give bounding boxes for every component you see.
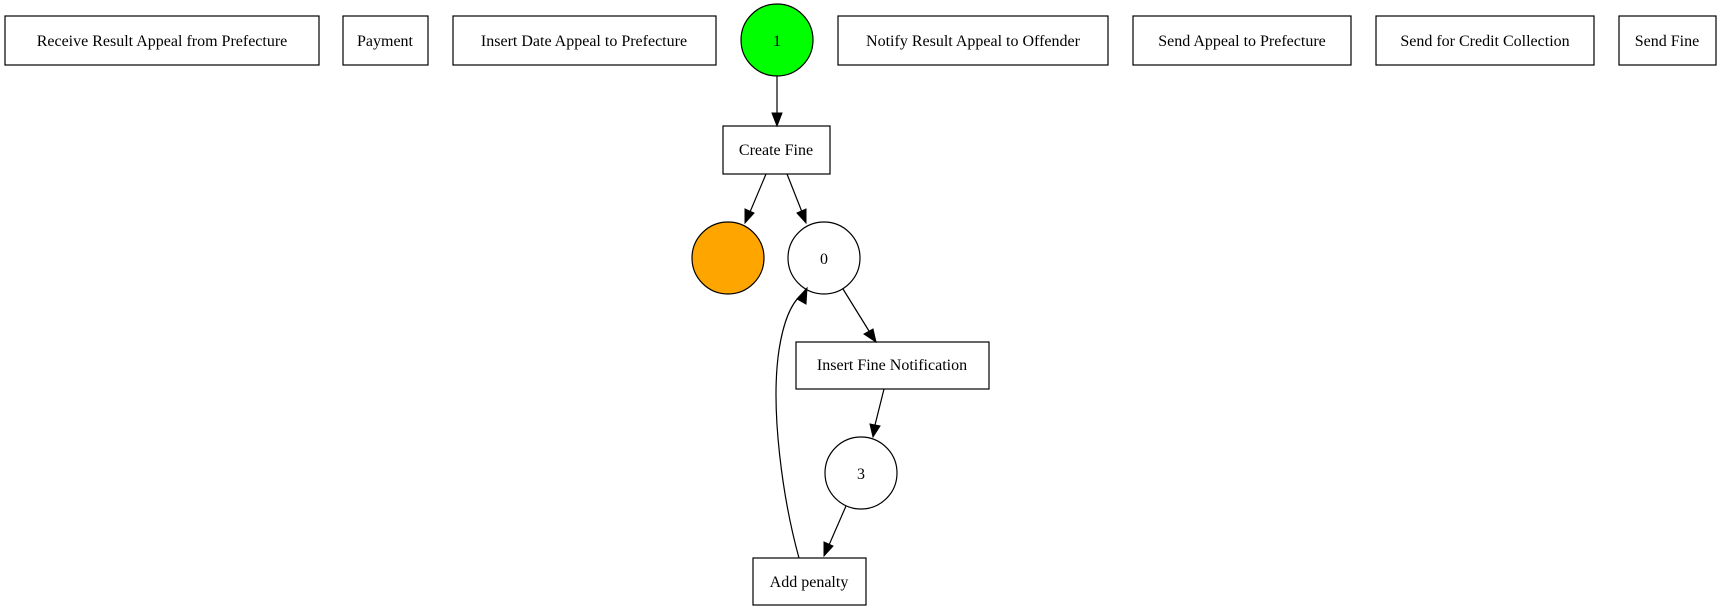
- place-label: 3: [857, 466, 865, 483]
- transition-create-fine: Create Fine: [722, 125, 831, 175]
- place-initial: 1: [740, 3, 814, 77]
- transition-label: Create Fine: [739, 142, 813, 159]
- transition-insert-date-appeal: Insert Date Appeal to Prefecture: [452, 15, 717, 66]
- transition-label: Receive Result Appeal from Prefecture: [37, 33, 288, 50]
- transition-send-appeal: Send Appeal to Prefecture: [1132, 15, 1352, 66]
- transition-payment: Payment: [342, 15, 429, 66]
- place-3: 3: [824, 436, 898, 510]
- transition-label: Send for Credit Collection: [1400, 33, 1569, 50]
- place-label: 1: [773, 33, 781, 50]
- transition-label: Send Fine: [1635, 33, 1699, 50]
- transition-insert-fine-notification: Insert Fine Notification: [795, 341, 990, 390]
- edge-insert-fine-notification-to-place-3: [869, 388, 885, 439]
- edge-place-0-to-insert-fine-notification: [842, 288, 877, 344]
- edge-place-3-to-add-penalty: [823, 505, 847, 558]
- transition-receive-result-appeal: Receive Result Appeal from Prefecture: [4, 15, 320, 66]
- transition-label: Add penalty: [770, 574, 849, 591]
- edge-initial-to-create-fine: [771, 76, 783, 128]
- transition-notify-result-appeal: Notify Result Appeal to Offender: [837, 15, 1109, 66]
- place-label: 0: [820, 251, 828, 268]
- edge-create-fine-to-place-0: [786, 173, 807, 225]
- place-0: 0: [787, 221, 861, 295]
- transition-label: Send Appeal to Prefecture: [1158, 33, 1326, 50]
- transition-label: Notify Result Appeal to Offender: [866, 33, 1081, 50]
- transition-add-penalty: Add penalty: [752, 557, 867, 606]
- transition-label: Payment: [357, 33, 414, 50]
- transition-label: Insert Fine Notification: [817, 357, 967, 374]
- place-final: [691, 221, 765, 295]
- edge-add-penalty-to-place-0: [775, 286, 808, 559]
- transition-send-fine: Send Fine: [1618, 15, 1717, 66]
- edge-create-fine-to-final: [744, 173, 767, 225]
- transition-label: Insert Date Appeal to Prefecture: [481, 33, 687, 50]
- transition-send-credit-collection: Send for Credit Collection: [1375, 15, 1595, 66]
